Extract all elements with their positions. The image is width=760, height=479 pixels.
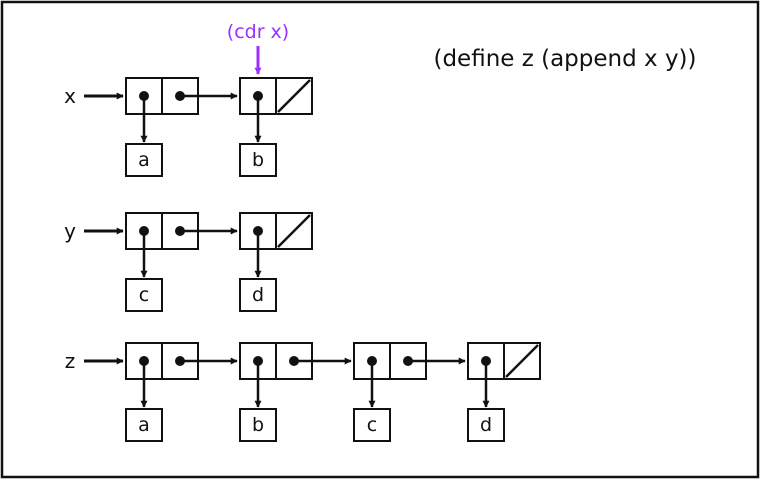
value-label: a xyxy=(138,414,150,436)
list-z: z a b c d xyxy=(65,342,541,442)
cons-cell: c xyxy=(353,342,466,442)
cons-cell: d xyxy=(467,342,541,442)
value-box xyxy=(125,408,163,442)
var-label-z: z xyxy=(65,349,76,373)
value-box xyxy=(125,278,163,312)
cons-cell: b xyxy=(239,77,313,177)
value-label: b xyxy=(252,149,264,171)
value-label: b xyxy=(252,414,264,436)
value-box xyxy=(353,408,391,442)
value-box xyxy=(239,143,277,177)
nil-slash xyxy=(277,214,311,248)
cons-cell: a xyxy=(125,342,238,442)
nil-slash xyxy=(277,79,311,113)
var-label-y: y xyxy=(64,219,76,243)
value-box xyxy=(125,143,163,177)
value-label: a xyxy=(138,149,150,171)
lists-layer: x a b y c d z a b c d xyxy=(64,77,541,442)
list-x: x a b xyxy=(64,77,313,177)
value-box xyxy=(239,278,277,312)
cons-cell: c xyxy=(125,212,238,312)
value-label: d xyxy=(480,414,492,436)
value-label: c xyxy=(139,284,149,306)
value-label: d xyxy=(252,284,264,306)
value-label: c xyxy=(367,414,377,436)
cdr-annotation: (cdr x) xyxy=(227,21,289,75)
cons-cell: a xyxy=(125,77,238,177)
cons-cell: d xyxy=(239,212,313,312)
value-box xyxy=(467,408,505,442)
var-label-x: x xyxy=(64,84,76,108)
value-box xyxy=(239,408,277,442)
cdr-x-label: (cdr x) xyxy=(227,21,289,43)
cons-cell: b xyxy=(239,342,352,442)
list-y: y c d xyxy=(64,212,313,312)
nil-slash xyxy=(505,344,539,378)
define-expression: (define z (append x y)) xyxy=(433,46,696,72)
